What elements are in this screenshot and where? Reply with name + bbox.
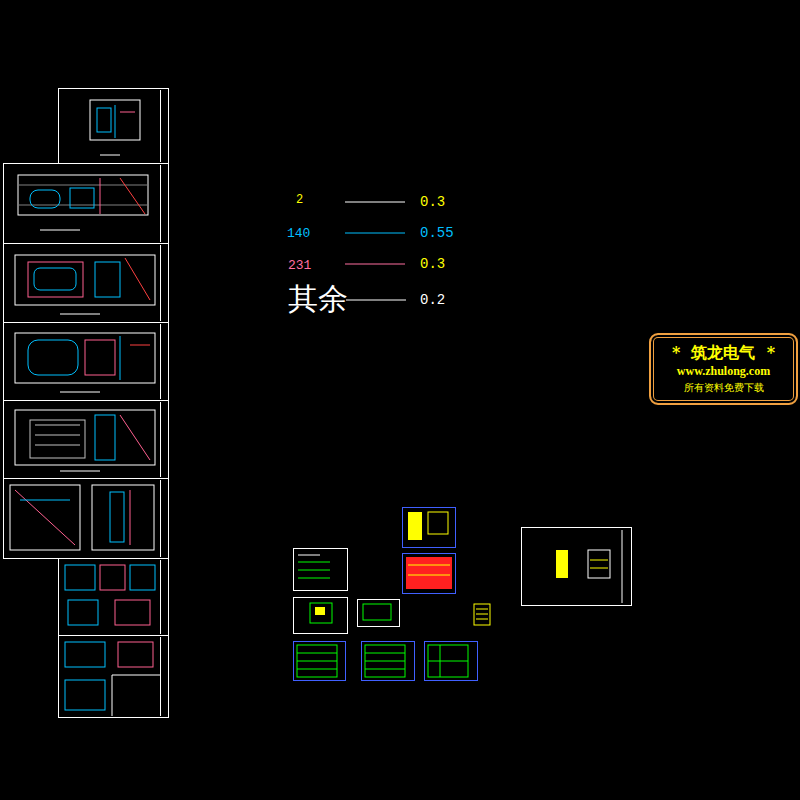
line-weight-value: 0.2 (420, 293, 445, 307)
line-weight-value: 140 (287, 227, 310, 240)
line-weight-value: 0.3 (420, 195, 445, 209)
line-weight-value: 2 (296, 194, 303, 206)
watermark-note: 所有资料免费下载 (657, 382, 790, 394)
line-weight-value: 0.3 (420, 257, 445, 271)
watermark-box: * 筑龙电气 * www.zhulong.com 所有资料免费下载 (649, 333, 798, 405)
line-weight-key: 其余 (288, 284, 348, 314)
line-weight-value: 231 (288, 259, 311, 272)
watermark-title: * 筑龙电气 * (657, 344, 790, 362)
watermark-url: www.zhulong.com (657, 365, 790, 379)
line-weight-value: 0.55 (420, 226, 454, 240)
